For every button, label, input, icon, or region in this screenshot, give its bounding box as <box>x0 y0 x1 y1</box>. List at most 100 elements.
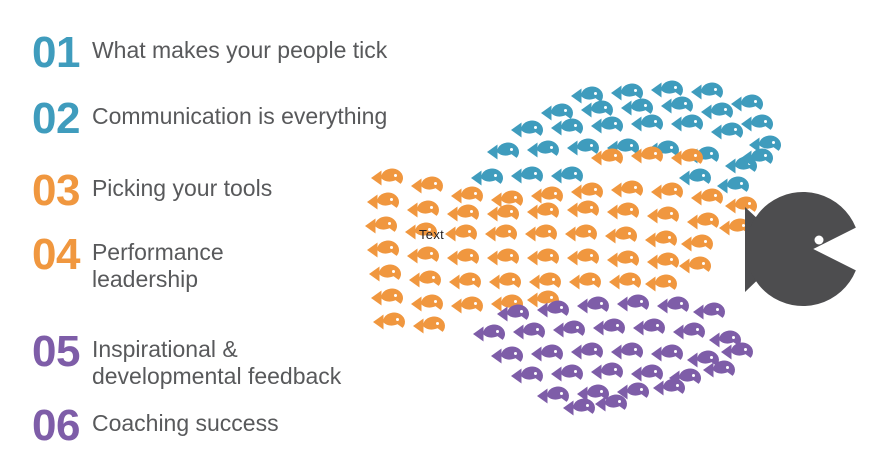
small-fish-eye <box>534 372 537 375</box>
small-fish <box>651 182 683 200</box>
small-fish-eye <box>684 102 687 105</box>
small-fish-eye <box>710 152 713 155</box>
small-fish-eye <box>630 208 633 211</box>
small-fish <box>679 256 711 274</box>
small-fish <box>611 342 643 360</box>
small-fish <box>527 248 559 266</box>
small-fish <box>719 218 751 236</box>
small-fish-eye <box>590 254 593 257</box>
small-fish <box>551 364 583 382</box>
small-fish <box>541 103 573 121</box>
small-fish <box>473 324 505 342</box>
small-fish-eye <box>710 218 713 221</box>
list-item-06[interactable]: 06 Coaching success <box>32 404 279 448</box>
small-fish-eye <box>726 366 729 369</box>
small-fish-eye <box>654 152 657 155</box>
small-fish <box>527 202 559 220</box>
small-fish <box>671 148 703 166</box>
small-fish-eye <box>470 210 473 213</box>
small-fish <box>631 364 663 382</box>
teal-fish-school <box>471 80 781 194</box>
small-fish-eye <box>742 224 745 227</box>
list-item-03[interactable]: 03 Picking your tools <box>32 169 272 213</box>
small-fish-eye <box>754 100 757 103</box>
small-fish-eye <box>604 106 607 109</box>
small-fish-eye <box>716 308 719 311</box>
small-fish-eye <box>740 182 743 185</box>
big-fish-eye <box>814 235 824 245</box>
small-fish <box>749 135 781 153</box>
small-fish-eye <box>494 174 497 177</box>
small-fish-eye <box>510 254 513 257</box>
small-fish <box>631 114 663 132</box>
numbered-list: 01 What makes your people tick 02 Commun… <box>32 31 387 448</box>
small-fish-eye <box>514 196 517 199</box>
small-fish <box>661 96 693 114</box>
small-fish-eye <box>614 122 617 125</box>
list-label-03: Picking your tools <box>91 175 273 201</box>
small-fish-eye <box>654 120 657 123</box>
small-fish-eye <box>640 388 643 391</box>
list-item-01[interactable]: 01 What makes your people tick <box>32 31 387 75</box>
small-fish <box>511 366 543 384</box>
small-fish-eye <box>670 258 673 261</box>
list-label-04: Performance leadership <box>91 239 224 292</box>
small-fish <box>617 294 649 312</box>
list-label-05: Inspirational & developmental feedback <box>91 336 342 389</box>
small-fish <box>537 386 569 404</box>
small-fish <box>567 138 599 156</box>
small-fish-eye <box>748 202 751 205</box>
small-fish <box>633 318 665 336</box>
small-fish <box>525 224 557 242</box>
small-fish-eye <box>674 86 677 89</box>
small-fish <box>621 98 653 116</box>
small-fish-eye <box>696 328 699 331</box>
small-fish-eye <box>600 302 603 305</box>
list-item-05[interactable]: 05 Inspirational & developmental feedbac… <box>32 330 341 390</box>
small-fish-eye <box>534 172 537 175</box>
small-fish-eye <box>574 124 577 127</box>
small-fish-eye <box>534 126 537 129</box>
small-fish <box>609 272 641 290</box>
small-fish-eye <box>694 120 697 123</box>
list-number-01: 01 <box>32 28 80 77</box>
small-fish <box>591 148 623 166</box>
small-fish <box>485 224 517 242</box>
small-fish-eye <box>550 296 553 299</box>
small-fish <box>671 114 703 132</box>
small-fish <box>687 212 719 230</box>
small-fish-eye <box>510 148 513 151</box>
small-fish <box>551 118 583 136</box>
small-fish <box>571 182 603 200</box>
small-fish-eye <box>714 88 717 91</box>
small-fish <box>611 83 643 101</box>
small-fish-eye <box>656 324 659 327</box>
small-fish-eye <box>560 306 563 309</box>
small-fish <box>593 318 625 336</box>
small-fish-eye <box>644 104 647 107</box>
small-fish-eye <box>732 336 735 339</box>
list-item-04[interactable]: 04 Performance leadership <box>32 233 224 293</box>
small-fish-eye <box>548 230 551 233</box>
list-label-01: What makes your people tick <box>91 37 388 63</box>
small-fish-eye <box>514 300 517 303</box>
small-fish-eye <box>668 280 671 283</box>
text-placeholder-label[interactable]: Text <box>419 227 445 242</box>
small-fish-eye <box>632 278 635 281</box>
list-item-02[interactable]: 02 Communication is everything <box>32 97 387 141</box>
small-fish-eye <box>512 278 515 281</box>
small-fish-eye <box>630 256 633 259</box>
small-fish-eye <box>764 154 767 157</box>
small-fish-eye <box>634 89 637 92</box>
small-fish <box>571 342 603 360</box>
small-fish-eye <box>576 326 579 329</box>
small-fish <box>531 186 563 204</box>
small-fish <box>553 320 585 338</box>
list-number-04: 04 <box>32 230 80 279</box>
small-fish <box>511 120 543 138</box>
big-fish-body <box>745 192 856 306</box>
small-fish-eye <box>586 404 589 407</box>
small-fish <box>673 322 705 340</box>
small-fish-eye <box>536 328 539 331</box>
